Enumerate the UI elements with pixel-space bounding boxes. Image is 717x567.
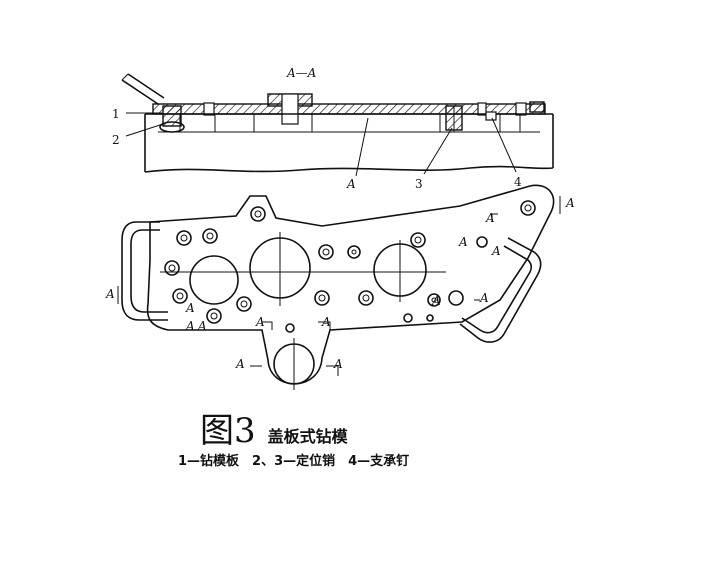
label-1: 1 — [112, 107, 120, 121]
section-mark: A — [185, 301, 195, 315]
section-mark: A — [235, 357, 245, 371]
plan-view: A A A A A A A A A A A A A A — [105, 184, 575, 390]
section-mark: A — [321, 315, 331, 329]
workpiece — [144, 113, 554, 173]
section-brackets — [117, 196, 561, 376]
handle-rod — [121, 73, 165, 105]
label-3: 3 — [415, 177, 423, 191]
section-mark: A — [565, 196, 575, 210]
left-handle — [121, 221, 168, 321]
section-mark: A — [333, 357, 343, 371]
figure-title: 盖板式钻模 — [267, 427, 348, 446]
label-A: A — [346, 177, 356, 191]
label-4: 4 — [514, 175, 522, 189]
section-view: A—A — [112, 66, 554, 191]
locating-pin-3 — [445, 105, 463, 132]
section-mark: A — [479, 291, 489, 305]
drill-plate — [152, 93, 546, 125]
section-mark: A — [458, 235, 468, 249]
bushing-holes — [164, 200, 536, 333]
section-mark: A — [255, 315, 265, 329]
section-mark: A — [485, 211, 495, 225]
right-handle — [459, 237, 542, 343]
plate-outline — [146, 184, 555, 385]
section-mark: A — [105, 287, 115, 301]
locating-pin-2 — [159, 105, 185, 133]
figure-number: 图3 — [200, 411, 256, 451]
figure-legend: 1—钻模板 2、3—定位销 4—支承钉 — [178, 454, 410, 469]
section-mark: A — [491, 244, 501, 258]
support-pin-4 — [485, 111, 497, 121]
section-mark: A — [185, 319, 195, 333]
label-2: 2 — [112, 133, 120, 147]
section-title: A—A — [286, 66, 317, 80]
section-mark: A — [197, 319, 207, 333]
section-mark: A — [431, 294, 441, 308]
drill-jig-drawing: A—A — [105, 66, 575, 390]
figure-caption: 图3 盖板式钻模 — [200, 403, 348, 452]
large-holes — [160, 232, 446, 390]
